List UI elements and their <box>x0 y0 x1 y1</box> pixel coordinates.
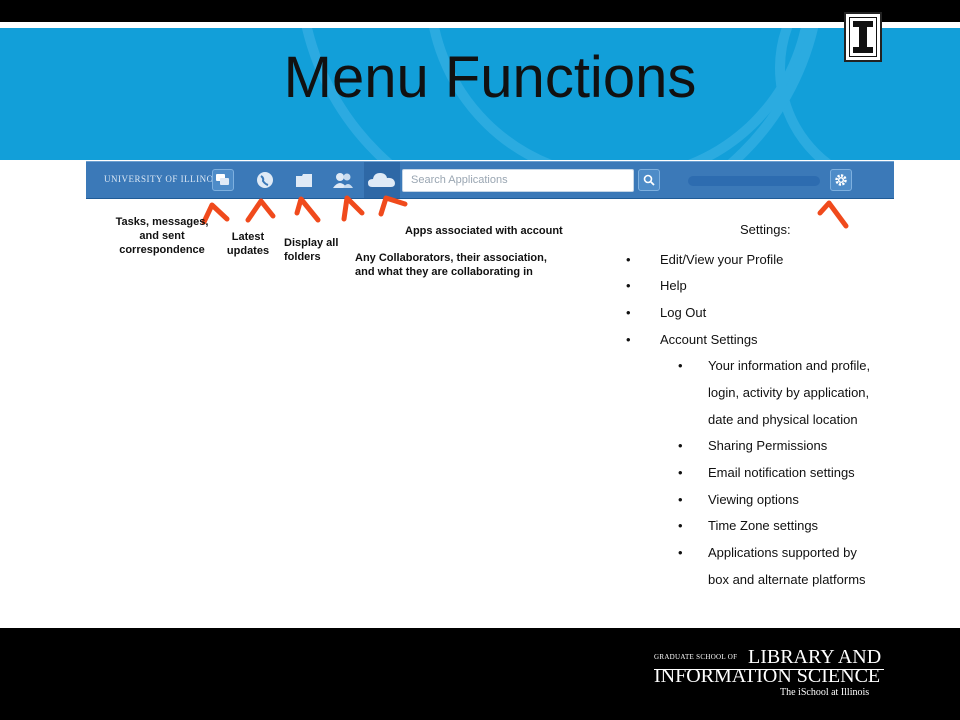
chat-bubbles-icon <box>216 174 229 185</box>
app-toolbar: University of Illinois Search Applicatio… <box>86 161 894 199</box>
settings-button[interactable] <box>830 169 852 191</box>
folders-button[interactable] <box>293 169 315 191</box>
globe-icon <box>257 172 273 188</box>
search-input[interactable]: Search Applications <box>402 169 634 192</box>
folder-icon <box>296 173 312 187</box>
arrow-settings <box>817 200 849 229</box>
annotation-updates: Latest updates <box>226 231 270 257</box>
top-black-bar <box>0 0 960 22</box>
footer-school-prefix: GRADUATE SCHOOL OF <box>654 653 738 661</box>
gear-icon <box>835 174 847 186</box>
arrow-updates <box>245 198 276 223</box>
tasks-button[interactable] <box>212 169 234 191</box>
annotation-tasks: Tasks, messages, and sent correspondence <box>115 216 209 256</box>
collaborators-button[interactable] <box>330 169 356 191</box>
settings-title: Settings: <box>740 222 791 237</box>
illinois-logo <box>844 12 882 62</box>
footer-school-name-2: INFORMATION SCIENCE <box>654 665 881 687</box>
arrow-folders <box>294 196 321 223</box>
arrow-collaborators <box>341 195 365 222</box>
search-button[interactable] <box>638 169 660 191</box>
cloud-icon <box>368 173 395 187</box>
arrow-tasks <box>201 202 230 225</box>
arrow-apps <box>378 195 408 217</box>
footer-divider <box>654 669 884 670</box>
footer-school-name-1: LIBRARY AND <box>748 646 882 668</box>
updates-button[interactable] <box>254 169 276 191</box>
slide-title: Menu Functions <box>283 45 697 110</box>
banner-decoration <box>301 28 832 160</box>
brand-label: University of Illinois <box>104 174 223 184</box>
block-i-icon <box>849 17 877 57</box>
annotation-collaborators: Any Collaborators, their association, an… <box>355 252 547 278</box>
search-icon <box>643 174 655 186</box>
annotation-apps: Apps associated with account <box>405 225 563 237</box>
footer-tagline: The iSchool at Illinois <box>780 687 870 698</box>
storage-bar <box>688 176 820 186</box>
white-strip <box>0 22 960 28</box>
annotation-folders: Display all folders <box>284 237 339 263</box>
footer-bar <box>0 628 960 720</box>
apps-button[interactable] <box>364 162 400 198</box>
users-icon <box>333 173 353 188</box>
title-banner <box>0 28 960 160</box>
